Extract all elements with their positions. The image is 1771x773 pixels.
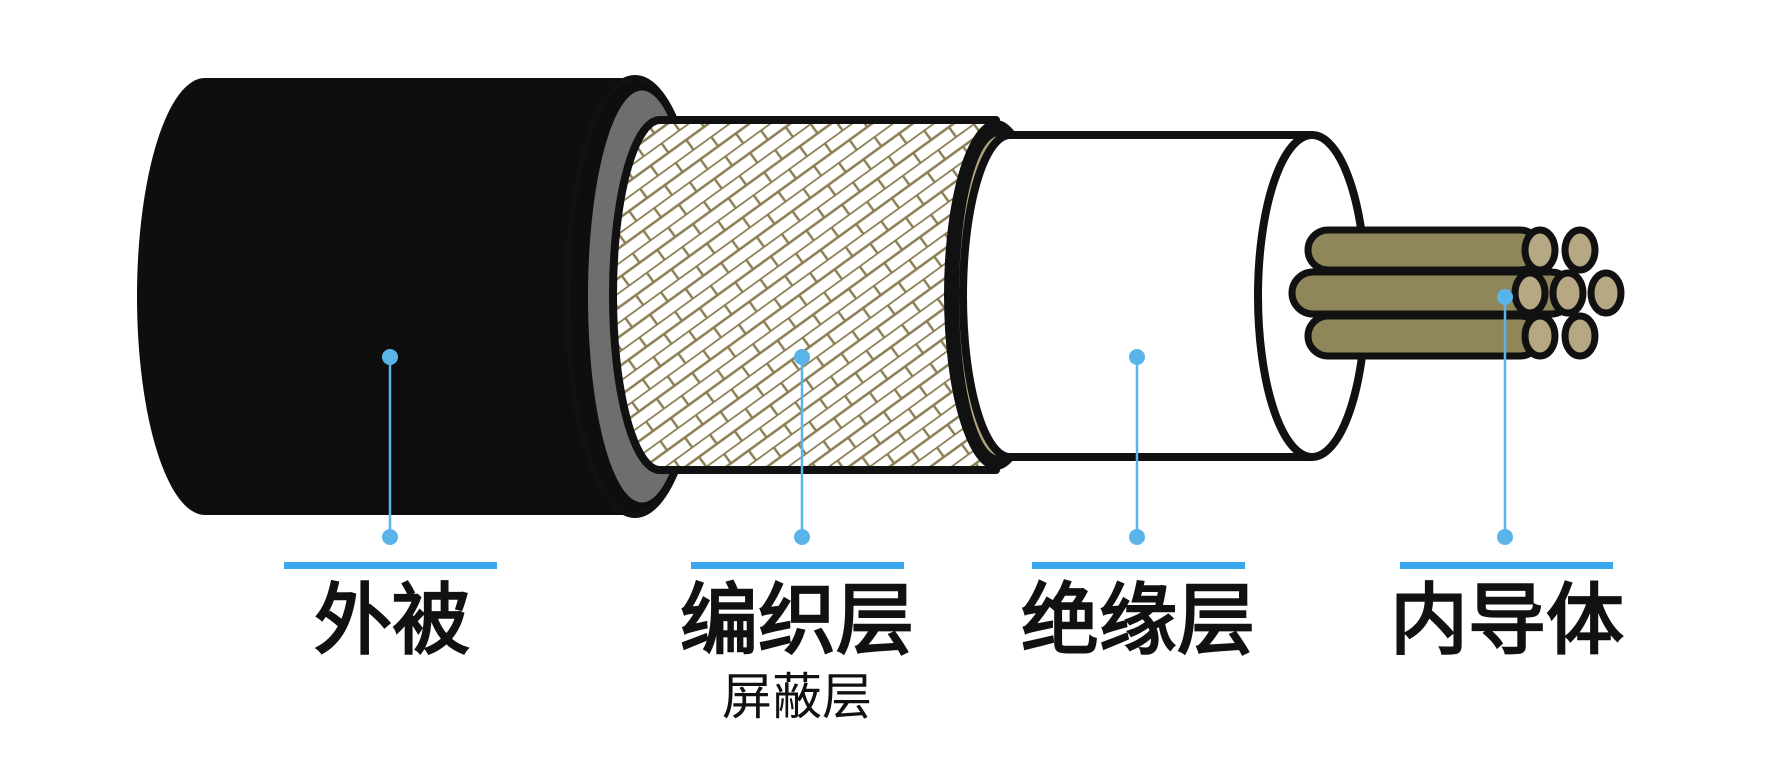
label-bar-jacket <box>284 562 497 569</box>
leader-jacket <box>382 349 398 545</box>
label-shield-subtitle: 屏蔽层 <box>722 668 872 726</box>
leader-insulation <box>1129 349 1145 545</box>
label-bar-conductor <box>1400 562 1613 569</box>
label-jacket: 外被 <box>314 576 470 666</box>
label-conductor: 内导体 <box>1390 576 1624 666</box>
insulation-layer <box>959 131 1370 461</box>
inner-conductors <box>1288 226 1625 360</box>
label-insulation: 绝缘层 <box>1021 576 1255 666</box>
label-braid: 编织层 <box>680 576 914 666</box>
conductor-strand <box>1304 226 1544 274</box>
conductor-ends <box>1511 226 1625 360</box>
leader-conductor <box>1497 289 1513 545</box>
label-bar-insulation <box>1032 562 1245 569</box>
leader-braid <box>794 349 810 545</box>
label-bar-braid <box>691 562 904 569</box>
